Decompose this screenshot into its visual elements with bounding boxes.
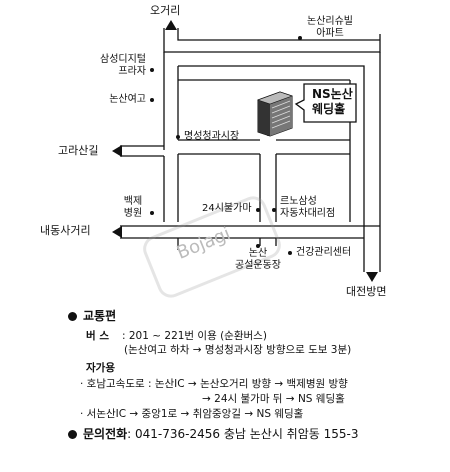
landmark-dot [150, 68, 154, 72]
destination-callout [294, 83, 357, 123]
bus-line-2: (논산여고 하차 → 명성청과시장 방향으로 도보 3분) [124, 344, 352, 356]
road-left-lower [163, 154, 179, 222]
contact-value: : 041-736-2456 충남 논산시 취암동 155-3 [127, 427, 359, 441]
road-map [112, 20, 381, 298]
contact-row: 문의전화: 041-736-2456 충남 논산시 취암동 155-3 [68, 428, 359, 441]
bus-line-1: : 201 ~ 221번 이용 (순환버스) [122, 330, 267, 342]
label-health-center: 건강관리센터 [296, 247, 352, 258]
label-mart-24: 24시불가마 [202, 203, 252, 214]
landmark-dot [272, 208, 276, 212]
label-renault-samsung: 르노삼성 자동차대리점 [280, 196, 336, 219]
bullet-icon [68, 312, 77, 321]
bus-label: 버 스 [86, 330, 109, 342]
road-right-outer [363, 52, 381, 272]
road-lower-branches [177, 238, 277, 250]
car-label: 자가용 [86, 362, 115, 374]
landmark-dot [288, 251, 292, 255]
road-top [163, 28, 381, 53]
transport-title-text: 교통편 [83, 309, 117, 323]
arrow-gorasan [112, 145, 122, 157]
landmark-dot [298, 36, 302, 40]
road-mid-upper [178, 65, 365, 238]
label-samsung-plaza: 삼성디지털 프라자 [100, 54, 146, 77]
landmark-dot [256, 244, 260, 248]
label-gorasan-gil: 고라산길 [58, 144, 99, 157]
road-gorasan-right [276, 139, 350, 155]
label-nonsan-apt: 논산리슈빌 아파트 [307, 16, 353, 39]
landmark-dot [150, 211, 154, 215]
arrow-naedong [112, 226, 122, 238]
bus-row: 버 스 [86, 330, 109, 343]
label-myeongseong-market: 명성청과시장 [184, 131, 240, 142]
building-icon [257, 91, 293, 137]
car-route-1a: · 호남고속도로 : 논산IC → 논산오거리 방향 → 백제병원 방향 [80, 378, 348, 390]
bullet-icon [68, 430, 77, 439]
road-center-vertical [259, 154, 277, 222]
location-map: 오거리 논산리슈빌 아파트 삼성디지털 프라자 논산여고 명성청과시장 NS논산… [40, 4, 387, 298]
landmark-dot [150, 98, 154, 102]
landmark-dot [176, 135, 180, 139]
road-gorasan [120, 139, 260, 157]
car-route-2: · 서논산IC → 중앙1로 → 취암중앙길 → NS 웨딩홀 [80, 408, 304, 420]
road-naedong [120, 225, 380, 239]
label-daejeon-direction: 대전방면 [346, 285, 387, 298]
contact-label: 문의전화 [83, 427, 128, 441]
label-nonsan-girls-hs: 논산여고 [109, 94, 146, 105]
landmark-dot [256, 208, 260, 212]
arrow-daejeon [366, 272, 378, 282]
transport-section-title: 교통편 [68, 310, 116, 323]
arrow-top [165, 20, 177, 30]
car-route-1b: → 24시 불가마 뒤 → NS 웨딩홀 [202, 393, 345, 405]
label-ogeori: 오거리 [150, 4, 181, 17]
label-nonsan-stadium: 논산 공설운동장 [235, 248, 281, 271]
label-naedongsa-geori: 내동사거리 [40, 224, 91, 237]
road-top-inner [177, 28, 380, 41]
label-destination: NS논산 웨딩홀 [312, 87, 353, 116]
watermark [143, 196, 281, 298]
label-baekje-hospital: 백제 병원 [123, 196, 143, 219]
transport-info: 교통편 버 스 : 201 ~ 221번 이용 (순환버스) (논산여고 하차 … [0, 300, 450, 472]
